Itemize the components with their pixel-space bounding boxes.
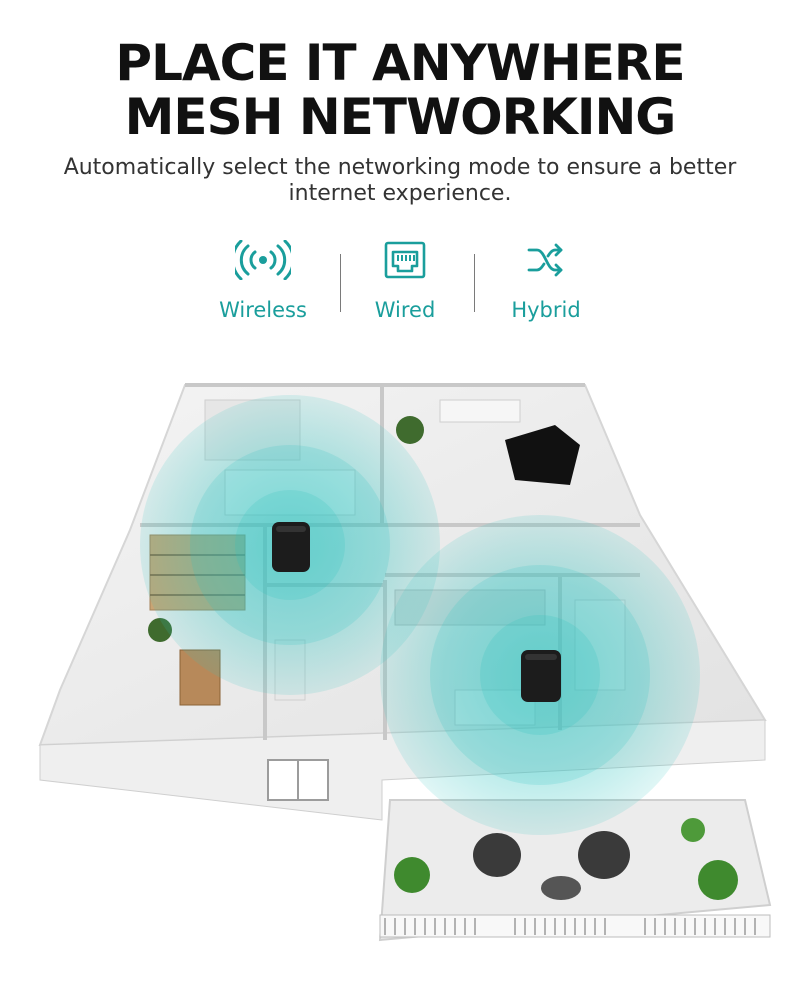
shuffle-icon	[527, 243, 563, 277]
mesh-router-upper	[272, 522, 310, 572]
headline-line-1: PLACE IT ANYWHERE	[115, 34, 685, 92]
mode-wireless: Wireless	[188, 240, 338, 322]
mode-label: Hybrid	[511, 298, 581, 322]
mode-wired: Wired	[330, 240, 480, 322]
mode-hybrid: Hybrid	[471, 240, 621, 322]
mode-label: Wireless	[219, 298, 307, 322]
mesh-router-lower	[521, 650, 561, 702]
networking-modes: Wireless Wired	[0, 240, 800, 330]
mode-label: Wired	[374, 298, 436, 322]
headline-line-2: MESH NETWORKING	[124, 88, 677, 146]
mode-divider	[474, 254, 475, 312]
balcony	[378, 799, 772, 942]
subtitle-line-2: internet experience.	[288, 181, 512, 206]
wireless-signal-icon	[235, 240, 291, 280]
mode-divider	[340, 254, 341, 312]
ethernet-port-icon	[384, 241, 426, 279]
house-floorplan-illustration	[38, 383, 772, 942]
headline: PLACE IT ANYWHERE MESH NETWORKING	[0, 36, 800, 144]
subtitle: Automatically select the networking mode…	[40, 155, 760, 207]
subtitle-line-1: Automatically select the networking mode…	[63, 155, 737, 180]
